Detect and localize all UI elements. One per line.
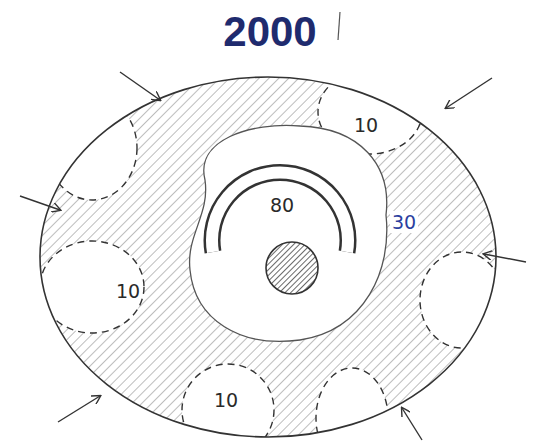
inner-zone: [190, 125, 387, 341]
zone-number: 10: [116, 281, 140, 302]
pen-tick: [338, 12, 340, 40]
zone-number: 10: [354, 115, 378, 136]
edge-bays: [40, 70, 504, 446]
bay-node: 10: [112, 279, 144, 304]
bay-node: 10: [350, 113, 382, 138]
disc-outline: [40, 77, 496, 437]
c-band-inner: [212, 172, 348, 252]
inward-arrows: [20, 72, 526, 440]
zone-number: 10: [214, 390, 238, 411]
bay-node: 10: [210, 388, 242, 413]
c-band-outer: [212, 172, 348, 252]
zone-number: 80: [270, 195, 294, 216]
zone-label: 30: [390, 211, 418, 233]
hatched-disc: [40, 77, 496, 437]
diagram-title: 2000: [223, 8, 316, 56]
core-circle: [266, 242, 318, 294]
c-zone-node: 80: [266, 193, 298, 218]
